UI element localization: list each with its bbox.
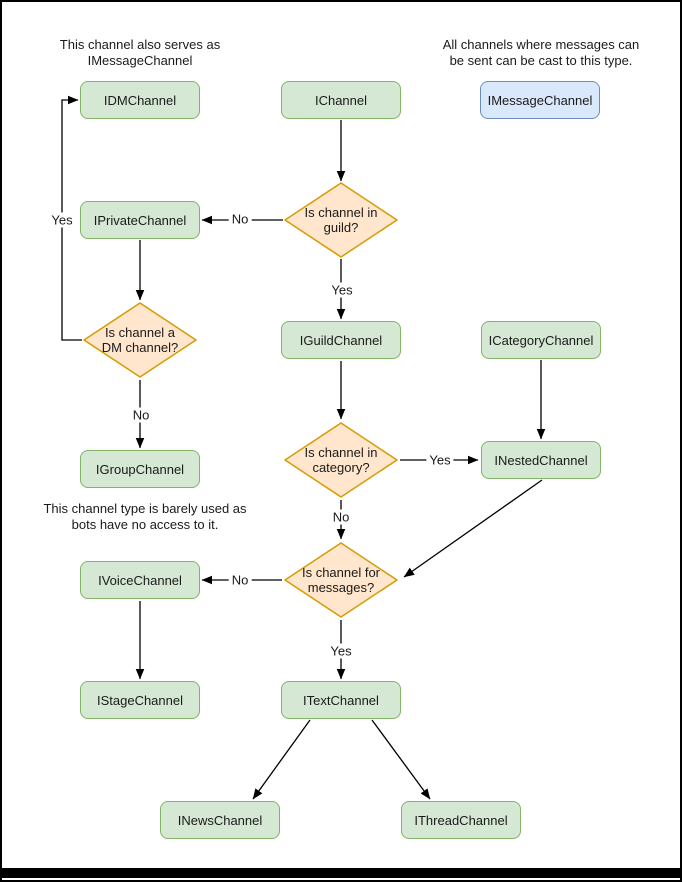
note-imessage-cast: All channels where messages can be sent … [442,37,640,68]
node-iprivatechannel: IPrivateChannel [80,201,200,239]
diamond-shape [284,182,398,258]
decision-is-channel-in-category: Is channel in category? [283,421,399,499]
edge-label-dm-yes: Yes [48,212,76,228]
diamond-shape [284,422,398,498]
node-igroupchannel: IGroupChannel [80,450,200,488]
edge-label-category-no: No [329,509,353,525]
diamond-shape [284,542,398,618]
node-imessagechannel: IMessageChannel [480,81,600,119]
decision-label: Is channel in guild? [304,205,378,235]
node-inewschannel: INewsChannel [160,801,280,839]
node-iguildchannel: IGuildChannel [281,321,401,359]
decision-label: Is channel a DM channel? [101,325,179,355]
edge-label-category-yes: Yes [426,452,454,468]
note-igroup-barely-used: This channel type is barely used as bots… [43,501,247,532]
edge-itext-to-ithread [371,719,431,800]
edge-label-messages-yes: Yes [327,643,355,659]
decision-is-channel-for-messages: Is channel for messages? [283,541,399,619]
node-icategorychannel: ICategoryChannel [481,321,601,359]
node-itextchannel: ITextChannel [281,681,401,719]
node-ithreadchannel: IThreadChannel [401,801,521,839]
edge-label-messages-no: No [228,572,252,588]
edge-label-dm-no: No [129,407,153,423]
edge-itext-to-inews [252,719,311,800]
bottom-border-bar [0,868,682,878]
note-idm-serves-imessage: This channel also serves as IMessageChan… [59,37,221,68]
decision-is-channel-a-dm: Is channel a DM channel? [82,301,198,379]
edge-label-guild-no: No [228,211,252,227]
node-ivoicechannel: IVoiceChannel [80,561,200,599]
node-ichannel: IChannel [281,81,401,119]
diamond-shape [83,302,197,378]
node-idmchannel: IDMChannel [80,81,200,119]
edge-label-guild-yes: Yes [328,282,356,298]
decision-label: Is channel for messages? [301,565,381,595]
decision-label: Is channel in category? [304,445,378,475]
node-inestedchannel: INestedChannel [481,441,601,479]
node-istagechannel: IStageChannel [80,681,200,719]
edge-inested-to-messages-decision [403,479,543,578]
decision-is-channel-in-guild: Is channel in guild? [283,181,399,259]
